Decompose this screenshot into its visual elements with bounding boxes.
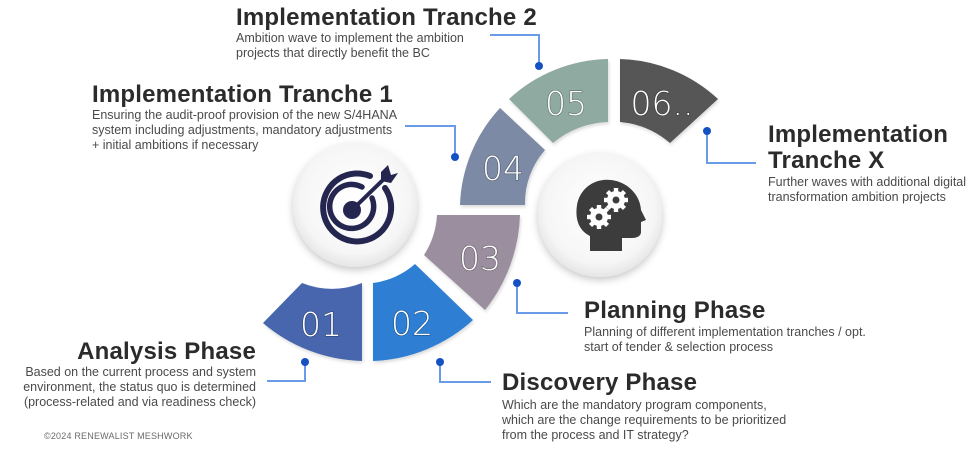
step-05-desc-line-1: Ambition wave to implement the ambition — [236, 31, 464, 45]
segment-04 — [460, 108, 545, 205]
segment-06 — [620, 59, 718, 143]
connector-04 — [405, 125, 456, 157]
step-02-desc-line-1: Which are the mandatory program componen… — [502, 398, 767, 412]
connector-dot-01 — [301, 358, 309, 366]
step-02-desc-line-2: which are the change requirements to be … — [502, 413, 787, 427]
connector-05 — [490, 34, 540, 66]
segment-03-number: 03 — [459, 239, 501, 278]
segment-04-number: 04 — [482, 149, 524, 188]
step-01-text: Analysis Phase Based on the current proc… — [0, 339, 256, 410]
segment-01 — [263, 283, 362, 361]
connector-06 — [706, 131, 756, 164]
step-03-text: Planning Phase Planning of different imp… — [584, 298, 944, 355]
connector-dot-04 — [451, 153, 459, 161]
segment-06-number: 06.. — [631, 84, 694, 123]
step-06-desc-line-2: transformation ambition projects — [768, 190, 946, 204]
step-03-desc-line-2: start of tender & selection process — [584, 340, 773, 354]
step-06-text: Implementation Tranche X Further waves w… — [768, 122, 978, 205]
step-06-title-line-2: Tranche X — [768, 147, 885, 174]
segment-03 — [424, 215, 520, 310]
copyright-text: ©2024 RENEWALIST MESHWORK — [44, 431, 193, 441]
step-01-title: Analysis Phase — [77, 338, 256, 365]
step-05-desc-line-2: projects that directly benefit the BC — [236, 46, 430, 60]
connector-03 — [516, 283, 568, 314]
step-04-text: Implementation Tranche 1 Ensuring the au… — [92, 82, 432, 153]
connector-dot-03 — [513, 279, 521, 287]
step-01-desc-line-3: (process-related and via readiness check… — [23, 395, 256, 409]
step-06-title-line-1: Implementation — [768, 121, 949, 148]
step-02-text: Discovery Phase Which are the mandatory … — [502, 370, 822, 443]
connector-01 — [267, 362, 306, 382]
step-04-title: Implementation Tranche 1 — [92, 81, 393, 108]
step-03-desc-line-1: Planning of different implementation tra… — [584, 325, 866, 339]
step-05-text: Implementation Tranche 2 Ambition wave t… — [236, 5, 556, 61]
head-circle — [538, 153, 662, 277]
step-03-title: Planning Phase — [584, 297, 766, 324]
step-04-desc-line-2: system including adjustments, mandatory … — [92, 123, 393, 137]
connector-dot-02 — [436, 358, 444, 366]
segment-05 — [509, 59, 608, 143]
segment-02 — [373, 264, 473, 361]
connector-dot-05 — [535, 62, 543, 70]
step-02-desc-line-3: from the process and IT strategy? — [502, 428, 689, 442]
step-04-desc-line-1: Ensuring the audit-proof provision of th… — [92, 108, 398, 122]
head-gears-icon — [576, 179, 646, 251]
connector-02 — [439, 362, 491, 383]
step-01-desc-line-1: Based on the current process and system — [25, 365, 256, 379]
step-01-desc-line-2: environment, the status quo is determine… — [23, 380, 256, 394]
step-02-title: Discovery Phase — [502, 369, 698, 396]
target-circle — [293, 143, 417, 267]
target-icon — [320, 165, 398, 245]
segment-05-number: 05 — [545, 84, 587, 123]
connector-dot-06 — [703, 127, 711, 135]
segment-02-number: 02 — [391, 304, 433, 343]
step-04-desc-line-3: + initial ambitions if necessary — [92, 138, 259, 152]
segment-01-number: 01 — [300, 305, 342, 344]
step-05-title: Implementation Tranche 2 — [236, 4, 537, 31]
step-06-desc-line-1: Further waves with additional digital — [768, 175, 967, 189]
